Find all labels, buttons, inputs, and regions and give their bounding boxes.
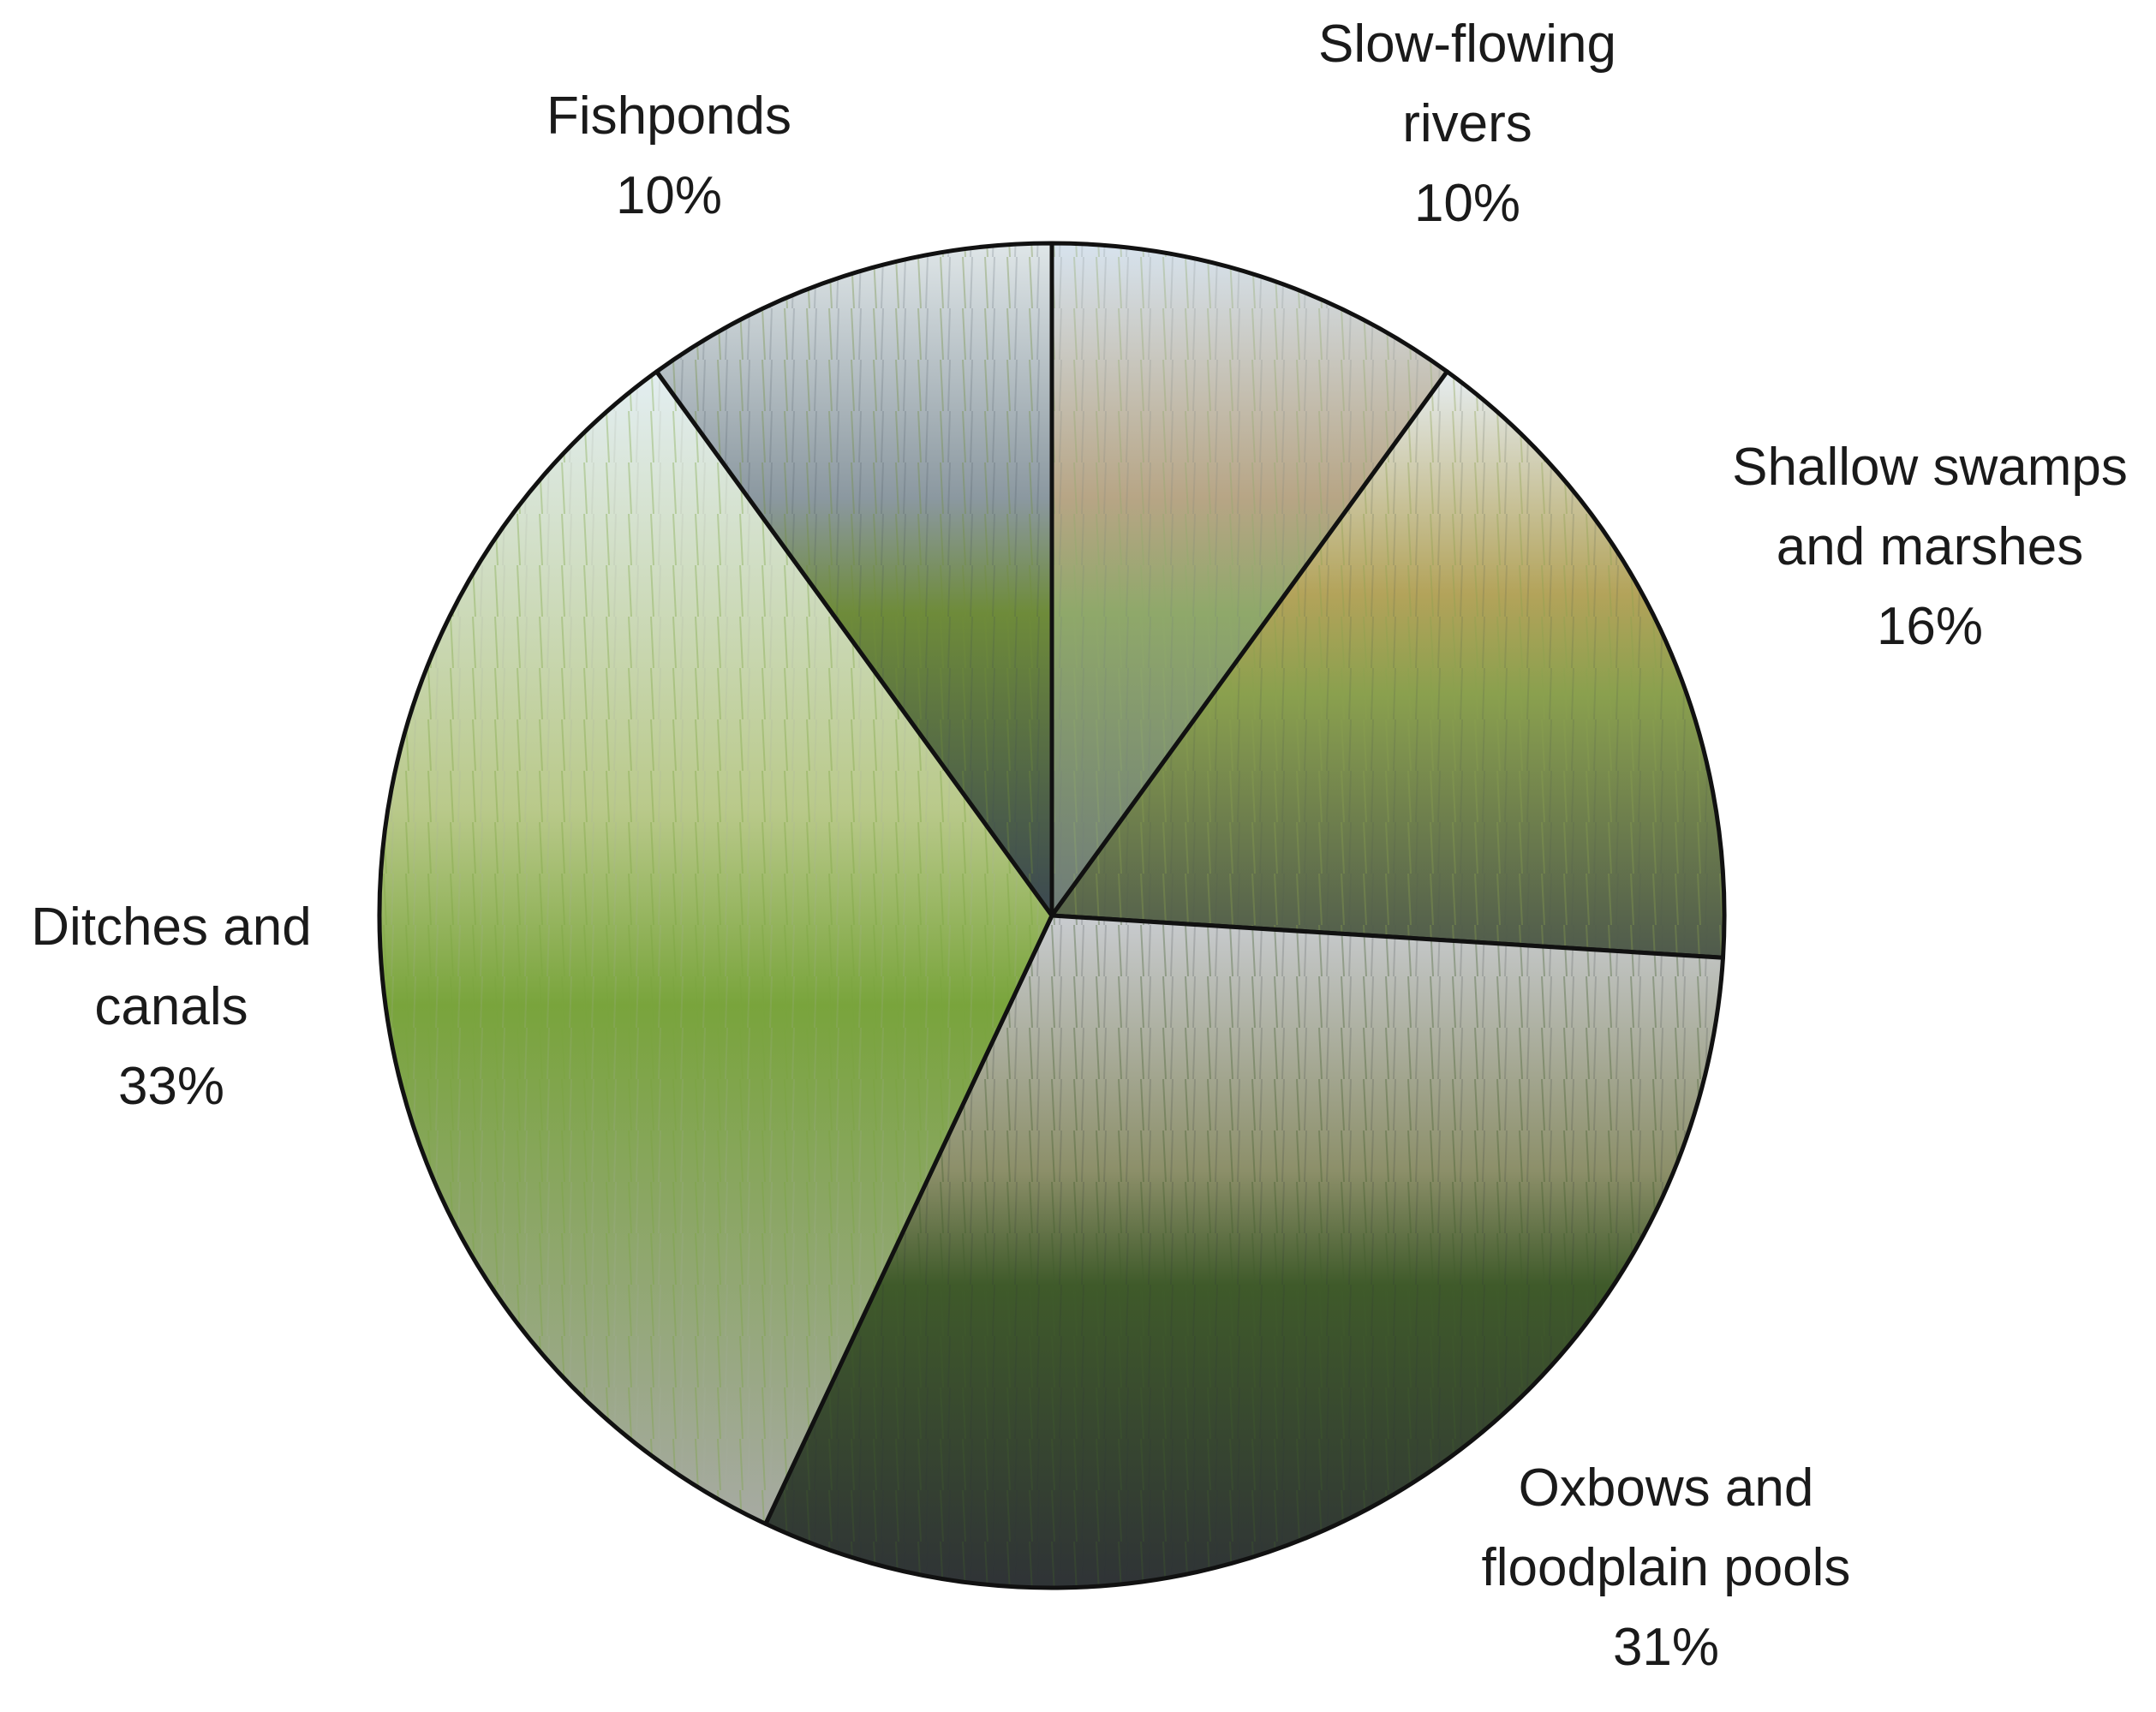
label-text-oxbows-and-floodplain-pools: floodplain pools — [1482, 1538, 1851, 1597]
label-text-ditches-and-canals: Ditches and — [31, 898, 311, 957]
slice-ditches-and-canals — [377, 369, 1054, 1526]
label-text-fishponds: Fishponds — [546, 86, 791, 146]
label-text-oxbows-and-floodplain-pools: Oxbows and — [1519, 1458, 1814, 1518]
label-text-slow-flowing-rivers: rivers — [1402, 94, 1532, 153]
label-text-ditches-and-canals: canals — [94, 977, 248, 1036]
label-value-shallow-swamps-and-marshes: 16% — [1877, 597, 1983, 656]
label-ditches-and-canals: Ditches and canals 33% — [31, 898, 311, 1116]
label-value-oxbows-and-floodplain-pools: 31% — [1613, 1618, 1719, 1677]
pie-labels: Slow-flowing rivers 10% Shallow swamps and m… — [31, 15, 2128, 1677]
pie-slices — [377, 241, 1727, 1590]
label-value-ditches-and-canals: 33% — [118, 1057, 224, 1116]
slice-oxbows-and-floodplain-pools — [763, 913, 1725, 1590]
slice-texture-ditches-and-canals — [379, 371, 1052, 1524]
slice-shallow-swamps-and-marshes — [1049, 369, 1727, 960]
slice-outline-oxbows-and-floodplain-pools — [763, 913, 1725, 1590]
slice-outline-slow-flowing-rivers — [1049, 241, 1449, 918]
label-text-shallow-swamps-and-marshes: and marshes — [1777, 517, 2083, 576]
label-text-slow-flowing-rivers: Slow-flowing — [1318, 15, 1616, 74]
slice-texture-fishponds — [656, 243, 1052, 916]
label-fishponds: Fishponds 10% — [546, 86, 791, 225]
slice-outline-fishponds — [654, 241, 1054, 918]
label-text-shallow-swamps-and-marshes: Shallow swamps — [1732, 438, 2128, 497]
slice-texture-slow-flowing-rivers — [1052, 243, 1448, 916]
slice-texture-shallow-swamps-and-marshes — [1052, 371, 1725, 958]
label-value-slow-flowing-rivers: 10% — [1414, 174, 1520, 233]
slice-fishponds — [654, 241, 1054, 918]
label-oxbows-and-floodplain-pools: Oxbows and floodplain pools 31% — [1482, 1458, 1851, 1677]
label-slow-flowing-rivers: Slow-flowing rivers 10% — [1318, 15, 1616, 233]
slice-slow-flowing-rivers — [1049, 241, 1449, 918]
label-shallow-swamps-and-marshes: Shallow swamps and marshes 16% — [1732, 438, 2128, 656]
slice-outline-ditches-and-canals — [377, 369, 1054, 1526]
label-value-fishponds: 10% — [616, 166, 722, 225]
slice-texture-oxbows-and-floodplain-pools — [765, 916, 1723, 1589]
slice-outline-shallow-swamps-and-marshes — [1049, 369, 1727, 960]
